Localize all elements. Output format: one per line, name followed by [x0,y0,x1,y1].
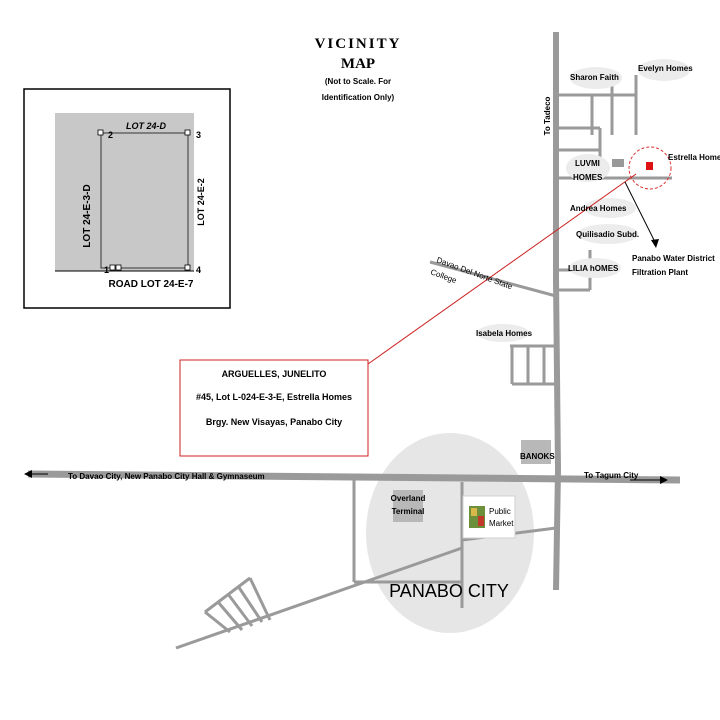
scale-note-line2: Identification Only) [322,93,395,102]
west-arrow [24,470,32,478]
luvmi-label-line2: HOMES [573,173,603,182]
corner-2-label: 2 [108,130,113,140]
owner-name: ARGUELLES, JUNELITO [222,369,327,379]
banoks-label: BANOKS [520,452,555,461]
corner-4-label: 4 [196,265,201,275]
corner-1-label: 1 [104,265,109,275]
banoks-building [521,440,551,464]
east-arrow [660,476,668,484]
pointer-line [367,173,637,365]
roads [27,32,681,650]
estrella-location-circle [628,146,672,190]
to-tagum-label: To Tagum City [584,471,639,480]
road-lot-label: ROAD LOT 24-E-7 [108,279,193,290]
north-road [553,32,562,591]
quilisadio-label: Quilisadio Subd. [576,230,639,239]
isabela-homes-label: Isabela Homes [476,329,533,338]
water-district-arrow [651,239,659,248]
sharon-faith-label: Sharon Faith [570,73,619,82]
national-highway [27,470,681,484]
water-district-label-line2: Filtration Plant [632,268,688,277]
overland-label-line2: Terminal [392,507,425,516]
luvmi-label-line1: LUVMI [575,159,600,168]
lot-24-d-label: LOT 24-D [126,121,167,131]
evelyn-homes-label: Evelyn Homes [638,64,693,73]
estrella-homes-label: Estrella Homes [668,153,720,162]
owner-address-line2: Brgy. New Visayas, Panabo City [206,417,342,427]
water-district-label-line1: Panabo Water District [632,254,715,263]
andrea-homes-label: Andrea Homes [570,204,627,213]
overland-label-line1: Overland [391,494,426,503]
panabo-city-label: PANABO CITY [389,581,509,601]
overland-terminal-building [393,490,423,522]
owner-address-line1: #45, Lot L-024-E-3-E, Estrella Homes [196,392,352,402]
lot-marker [646,162,653,170]
lot-24-e-3-d-label: LOT 24-E-3-D [82,184,93,247]
market-label-line2: Market [489,519,514,528]
map-title-line1: VICINITY [315,36,402,52]
to-davao-label: To Davao City, New Panabo City Hall & Gy… [68,472,265,481]
lilia-homes-label: LILIA hOMES [568,264,619,273]
lot-inset [23,88,231,309]
owner-box [179,359,369,457]
scale-note-line1: (Not to Scale. For [325,77,391,86]
to-tadeco-label: To Tadeco [543,96,552,135]
market-icon [469,506,485,528]
map-title-line2: MAP [341,56,375,72]
market-label-line1: Public [489,507,511,516]
corner-3-label: 3 [196,130,201,140]
lot-24-e-2-label: LOT 24-E-2 [196,178,206,226]
